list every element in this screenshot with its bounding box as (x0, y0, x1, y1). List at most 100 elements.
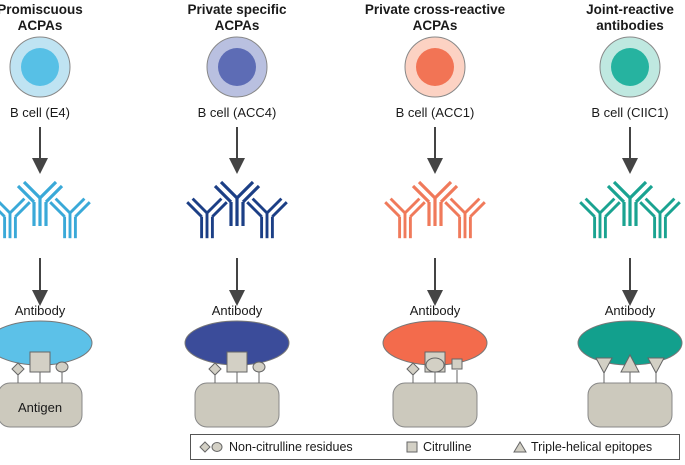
antigen-label: Antigen (17, 400, 63, 415)
column-1-graphics (0, 36, 93, 428)
antibody-chain (409, 201, 426, 218)
diamond-epitope (406, 362, 420, 376)
antibody-chain (191, 197, 209, 215)
column-title-line1: Joint-reactive (586, 2, 674, 17)
antibody-icon (49, 197, 91, 239)
column-title-private-cross-reactive: Private cross-reactive ACPAs (345, 2, 525, 34)
antibody-chain (403, 197, 421, 215)
b-cell-nucleus (218, 48, 256, 86)
antibody-chain (235, 180, 255, 200)
antibody-chain (16, 184, 36, 204)
antibody-chain (389, 197, 407, 215)
diamond-epitope (208, 362, 222, 376)
antigen-block (587, 382, 673, 428)
legend-symbols (199, 441, 527, 453)
antibody-chain (604, 201, 621, 218)
diamond-icon (199, 441, 211, 453)
column-title-line2: ACPAs (17, 18, 63, 33)
antibody-chain (579, 201, 596, 218)
b-cell-nucleus (21, 48, 59, 86)
antibody-icon (246, 197, 288, 239)
antibody-label-4: Antibody (604, 303, 656, 318)
antibody-icon (384, 197, 426, 239)
antibody-chain (0, 209, 6, 218)
antibody-chain (639, 201, 656, 218)
antibody-label-3: Antibody (409, 303, 461, 318)
column-title-line1: Promiscuous (0, 2, 83, 17)
column-title-line1: Private cross-reactive (364, 2, 506, 17)
antibody-chain (54, 197, 72, 215)
antibody-chain (38, 180, 58, 200)
citrulline-square (226, 351, 248, 373)
oval-epitope (252, 361, 266, 373)
antibody-chain (384, 201, 401, 218)
antigen-block (194, 382, 280, 428)
oval-epitope (55, 361, 69, 373)
antibody-chain (469, 201, 486, 218)
b-cell-label-acc4: B cell (ACC4) (197, 105, 277, 120)
b-cell-nucleus (416, 48, 454, 86)
triple-helical-epitope (595, 357, 613, 375)
triangle-icon (513, 441, 527, 453)
square-icon (406, 441, 418, 453)
antibody-chain (271, 201, 288, 218)
antibody-chain (628, 180, 648, 200)
antibody-label-1: Antibody (14, 303, 66, 318)
antibody-chain (74, 201, 91, 218)
citrulline-square (451, 358, 463, 370)
antibody-icon (16, 180, 64, 226)
antibody-chain (598, 197, 616, 215)
antibody-chain (14, 201, 31, 218)
oval-icon (211, 442, 223, 452)
antibody-icon (444, 197, 486, 239)
column-3-graphics (382, 36, 488, 428)
antibody-icon (579, 197, 621, 239)
antibody-chain (444, 201, 461, 218)
triple-helical-epitope (647, 357, 665, 375)
column-title-line1: Private specific (187, 2, 287, 17)
oval-epitope (425, 357, 445, 373)
column-title-line2: ACPAs (214, 18, 260, 33)
column-title-private-specific: Private specific ACPAs (147, 2, 327, 34)
antibody-chain (664, 201, 681, 218)
column-title-line2: antibodies (596, 18, 664, 33)
antibody-icon (606, 180, 654, 226)
legend: Non-citrulline residues Citrulline Tripl… (190, 434, 680, 460)
antibody-icon (0, 197, 31, 239)
column-title-promiscuous: Promiscuous ACPAs (0, 2, 130, 34)
column-title-line2: ACPAs (412, 18, 458, 33)
antibody-chain (584, 197, 602, 215)
legend-citrulline: Citrulline (423, 440, 472, 454)
antibody-chain (612, 180, 632, 200)
antibody-chain (22, 180, 42, 200)
triple-helical-epitope (620, 353, 640, 373)
column-2-graphics (184, 36, 290, 428)
antibody-chain (211, 201, 228, 218)
antibody-chain (0, 200, 12, 215)
antibody-chain (449, 197, 467, 215)
b-cell-label-acc1: B cell (ACC1) (395, 105, 475, 120)
antibody-icon (411, 180, 459, 226)
legend-triple-helical: Triple-helical epitopes (531, 440, 653, 454)
antibody-chain (411, 184, 431, 204)
antibody-chain (8, 197, 26, 215)
antibody-chain (463, 197, 481, 215)
antibody-chain (658, 197, 676, 215)
antibody-icon (186, 197, 228, 239)
antibody-icon (639, 197, 681, 239)
antibody-chain (219, 180, 239, 200)
antibody-chain (439, 184, 459, 204)
antibody-chain (251, 197, 269, 215)
antibody-chain (49, 201, 66, 218)
antibody-chain (186, 201, 203, 218)
antibody-chain (634, 184, 654, 204)
antibody-chain (68, 197, 86, 215)
antibody-chain (241, 184, 261, 204)
legend-non-citrulline: Non-citrulline residues (229, 440, 353, 454)
antibody-chain (205, 197, 223, 215)
b-cell-label-ciic1: B cell (CIIC1) (591, 105, 669, 120)
column-4-graphics (577, 36, 683, 428)
antigen-block (392, 382, 478, 428)
column-title-joint-reactive: Joint-reactive antibodies (540, 2, 685, 34)
